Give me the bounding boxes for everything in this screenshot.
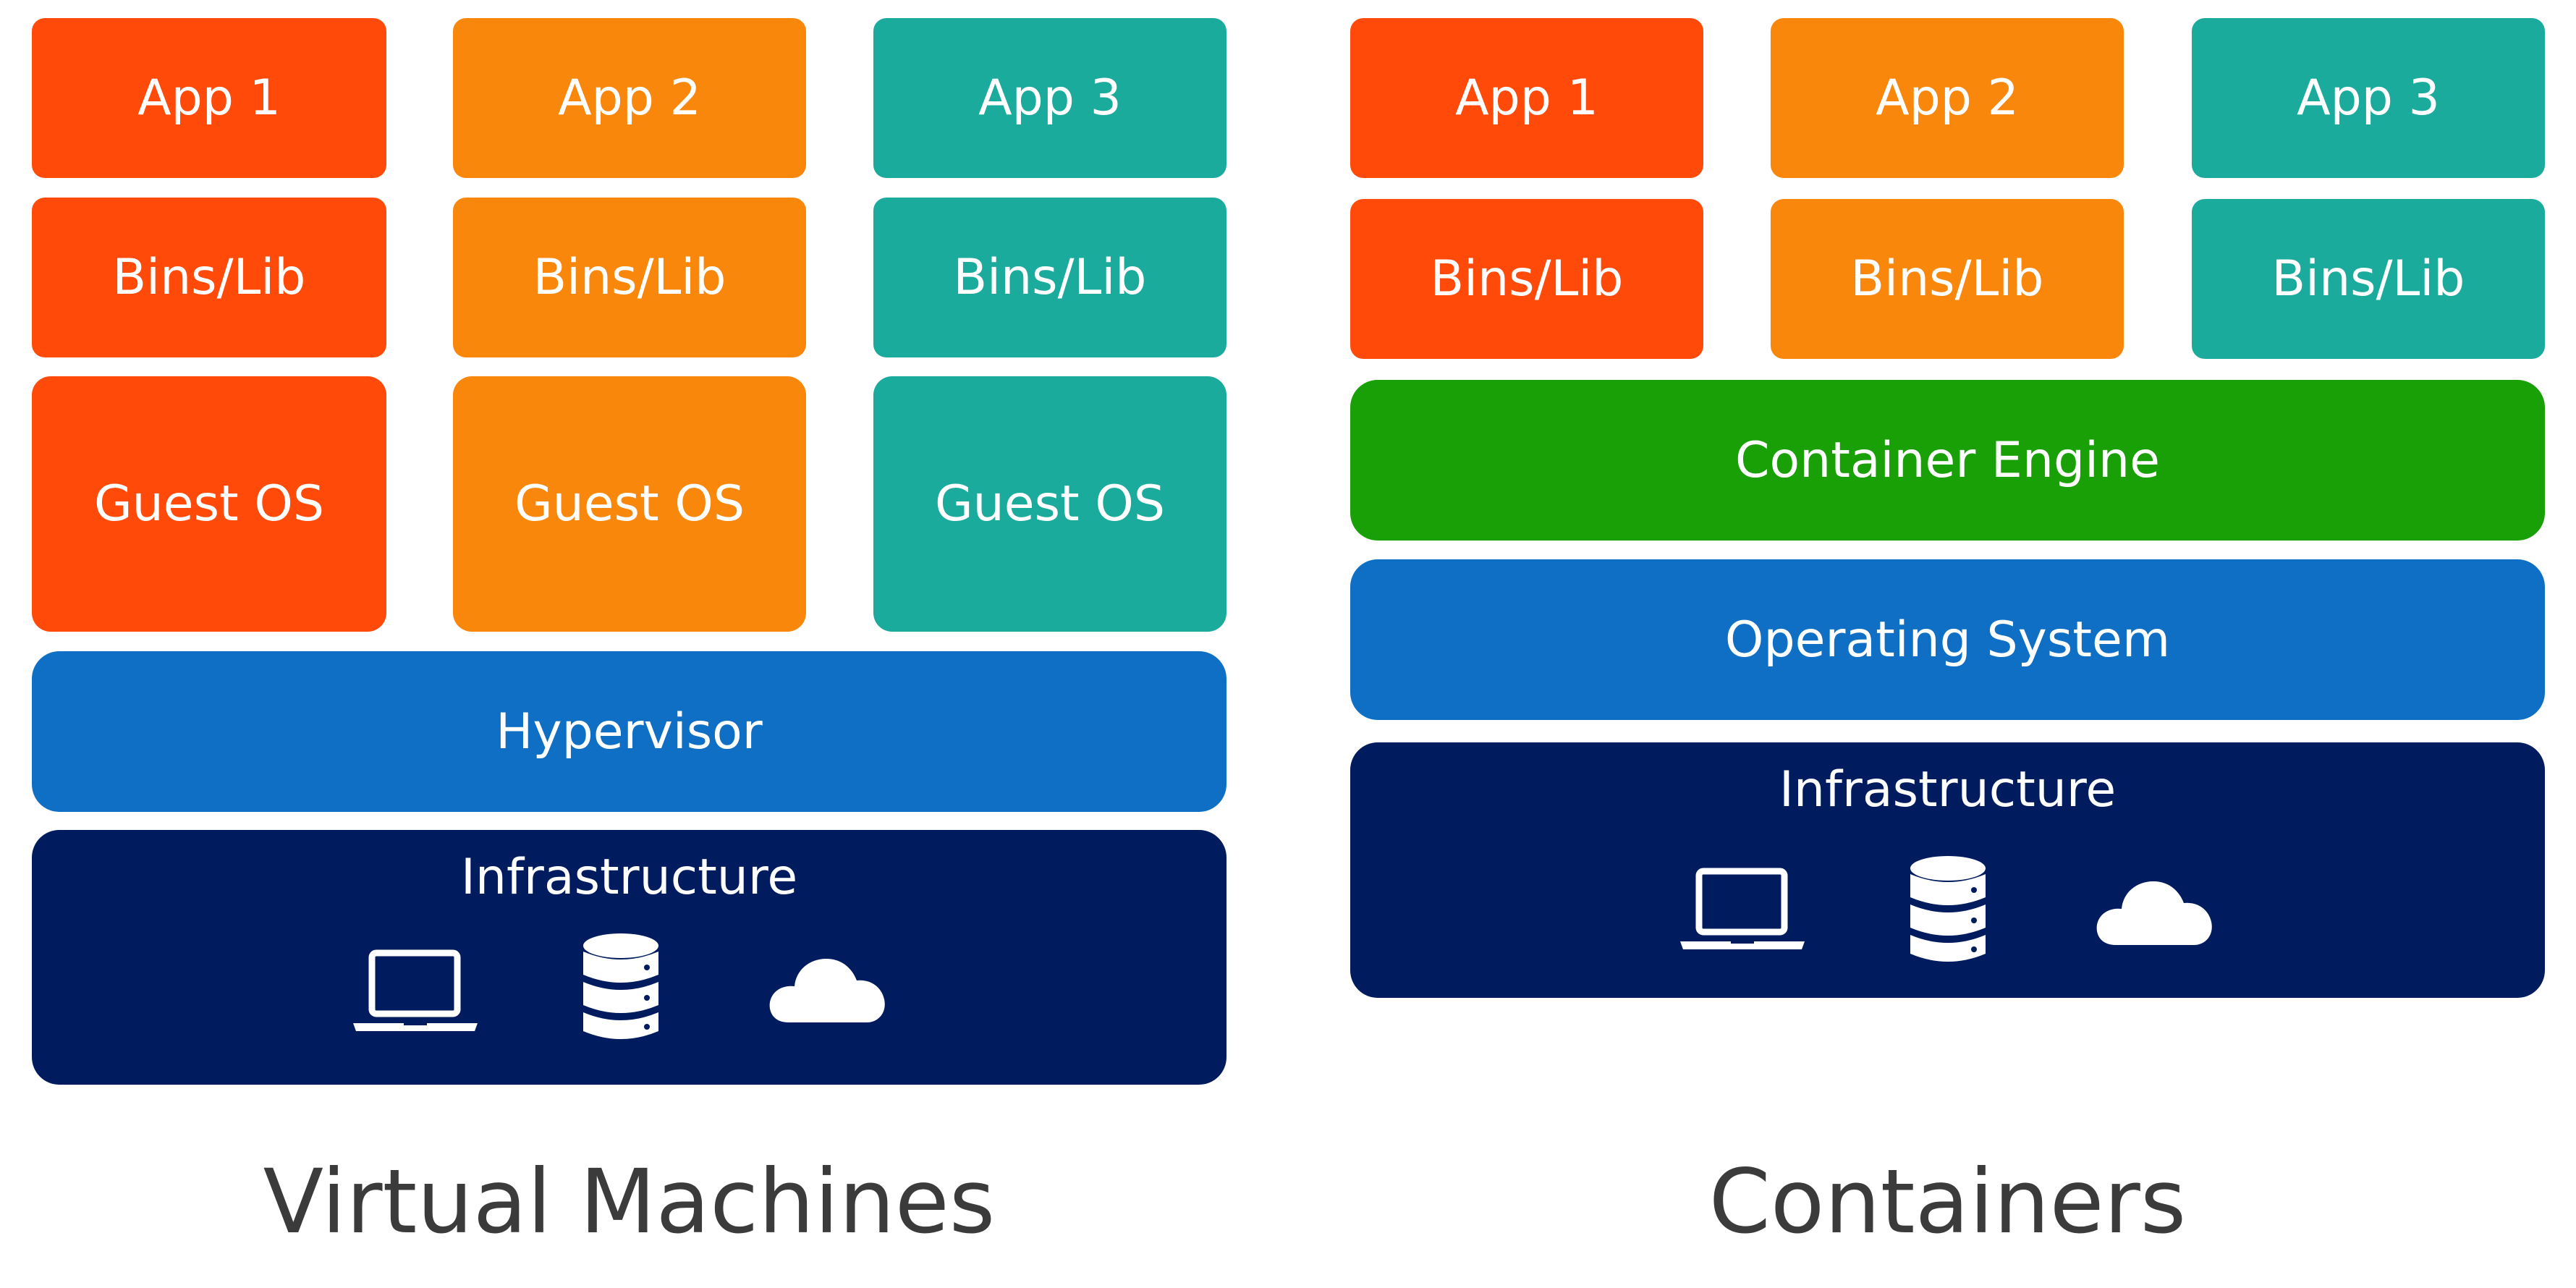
vm-app-1: App 1 (32, 18, 386, 178)
vm-caption: Virtual Machines (263, 1151, 996, 1253)
vm-bins-lib-1: Bins/Lib (32, 198, 386, 357)
vm-bins-lib-3: Bins/Lib (873, 198, 1226, 357)
container-engine-layer: Container Engine (1350, 380, 2545, 541)
container-bins-lib-3: Bins/Lib (2192, 199, 2545, 359)
laptop-icon (353, 949, 478, 1031)
vm-guest-os-2: Guest OS (453, 376, 806, 632)
operating-system-layer: Operating System (1350, 559, 2545, 720)
containers-caption: Containers (1708, 1151, 2187, 1253)
container-infrastructure-label: Infrastructure (1779, 761, 2117, 818)
cloud-icon (769, 959, 885, 1022)
vm-infrastructure-label: Infrastructure (460, 849, 798, 906)
vm-infrastructure-layer: Infrastructure (32, 830, 1226, 1085)
container-infrastructure-layer: Infrastructure (1350, 742, 2545, 998)
cloud-icon (2096, 881, 2212, 945)
database-icon (583, 933, 658, 1039)
vm-bins-lib-2: Bins/Lib (453, 198, 806, 357)
container-app-2: App 2 (1771, 18, 2124, 178)
vm-app-2: App 2 (453, 18, 806, 178)
laptop-icon (1680, 868, 1805, 949)
vm-guest-os-1: Guest OS (32, 376, 386, 632)
database-icon (1910, 856, 1986, 962)
vm-hypervisor-layer: Hypervisor (32, 651, 1226, 812)
container-bins-lib-1: Bins/Lib (1350, 199, 1703, 359)
container-app-1: App 1 (1350, 18, 1703, 178)
vm-guest-os-3: Guest OS (873, 376, 1226, 632)
vm-app-3: App 3 (873, 18, 1226, 178)
container-bins-lib-2: Bins/Lib (1771, 199, 2124, 359)
container-app-3: App 3 (2192, 18, 2545, 178)
